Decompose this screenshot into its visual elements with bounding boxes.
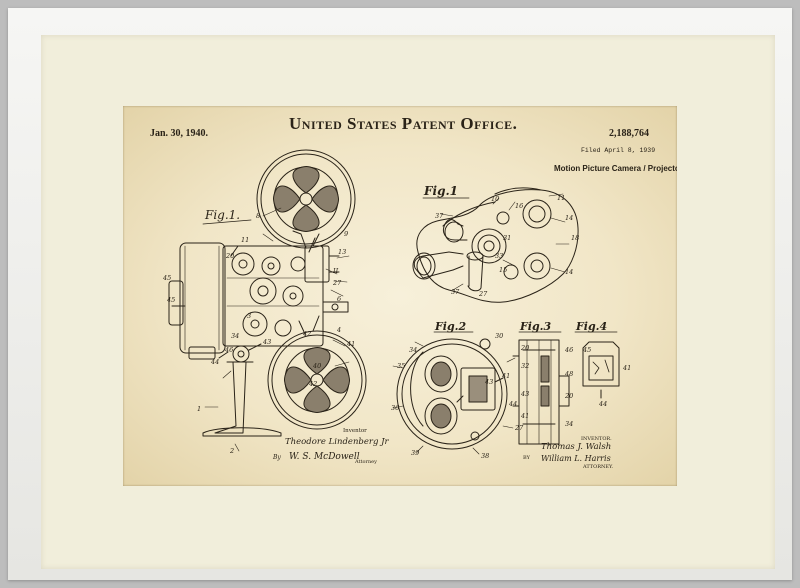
svg-text:35: 35 (397, 362, 405, 370)
patent-date: Jan. 30, 1940. (150, 128, 209, 139)
filed-date: Filed April 8, 1939 (581, 147, 656, 154)
svg-text:II: II (332, 267, 339, 275)
svg-text:11: 11 (241, 236, 249, 244)
svg-text:10: 10 (491, 195, 499, 203)
svg-text:44: 44 (210, 358, 219, 366)
svg-text:44: 44 (598, 400, 607, 408)
svg-text:46: 46 (564, 346, 573, 354)
camera-drawing (412, 187, 579, 303)
fig4-drawing (582, 341, 620, 399)
svg-text:42: 42 (308, 380, 317, 388)
svg-text:32: 32 (521, 362, 529, 370)
svg-text:18: 18 (571, 234, 579, 242)
inventor-left-label: Inventor (343, 428, 367, 434)
patent-subtitle: Motion Picture Camera / Projector (554, 164, 677, 173)
attorney-right-signature: William L. Harris (541, 454, 611, 463)
svg-text:48: 48 (564, 370, 573, 378)
projector-stand (202, 361, 282, 437)
lamp-housing (168, 242, 226, 360)
svg-text:40: 40 (312, 362, 321, 370)
svg-text:13: 13 (338, 248, 346, 256)
fig3-label: Fig.3 (520, 320, 552, 333)
svg-text:43: 43 (262, 338, 271, 346)
inventor-right-label: INVENTOR. (581, 436, 612, 442)
patent-office-title: United States Patent Office. (289, 114, 518, 133)
svg-text:34: 34 (409, 346, 417, 354)
svg-text:43: 43 (520, 390, 529, 398)
upper-reel (256, 149, 356, 249)
svg-text:2: 2 (229, 447, 234, 455)
svg-text:20: 20 (520, 344, 529, 352)
svg-text:41: 41 (501, 372, 510, 380)
attorney-left-signature: W. S. McDowell (289, 452, 360, 462)
svg-text:41: 41 (346, 340, 355, 348)
fig2-drawing (392, 338, 516, 455)
svg-text:20: 20 (225, 252, 234, 260)
patent-print: United States Patent Office. Jan. 30, 19… (123, 106, 677, 486)
by-right: BY (523, 455, 530, 461)
projector-drawing (168, 149, 367, 452)
patent-number: 2,188,764 (609, 128, 649, 139)
svg-text:11: 11 (557, 194, 565, 202)
svg-text:30: 30 (495, 332, 503, 340)
svg-text:36: 36 (391, 404, 399, 412)
svg-text:37: 37 (435, 212, 444, 220)
svg-text:14: 14 (565, 268, 573, 276)
camera-lens-turret (412, 219, 484, 292)
fig2-label: Fig.2 (435, 320, 467, 333)
svg-text:6: 6 (337, 295, 341, 303)
svg-text:41: 41 (622, 364, 631, 372)
inventor-left-signature: Theodore Lindenberg Jr (285, 437, 389, 447)
svg-text:27: 27 (478, 290, 488, 298)
svg-text:45: 45 (166, 296, 175, 304)
svg-text:14: 14 (565, 214, 573, 222)
svg-text:42: 42 (302, 330, 311, 338)
fig1-left-label: Fig.1. (205, 208, 241, 222)
svg-text:37: 37 (451, 288, 460, 296)
svg-text:44: 44 (508, 400, 517, 408)
svg-text:4: 4 (336, 326, 341, 334)
svg-text:33: 33 (495, 252, 503, 260)
svg-text:31: 31 (503, 234, 511, 242)
svg-text:45: 45 (162, 274, 171, 282)
inventor-right-signature: Thomas J. Walsh (541, 442, 612, 452)
svg-text:46: 46 (224, 346, 233, 354)
svg-text:3: 3 (247, 312, 251, 320)
svg-text:38: 38 (481, 452, 489, 460)
svg-text:43: 43 (484, 378, 493, 386)
svg-text:34: 34 (565, 420, 573, 428)
fig1-right-label: Fig.1 (424, 184, 458, 198)
projector-mechanism (222, 237, 340, 347)
svg-text:1: 1 (197, 405, 201, 413)
svg-text:27: 27 (514, 424, 524, 432)
by-left: By (273, 454, 281, 461)
svg-text:41: 41 (520, 412, 529, 420)
svg-text:15: 15 (499, 266, 507, 274)
attorney-right-label: ATTORNEY. (583, 464, 614, 470)
svg-text:27: 27 (332, 279, 342, 287)
fig4-label: Fig.4 (576, 320, 608, 333)
svg-text:8: 8 (256, 212, 260, 220)
svg-text:20: 20 (564, 392, 573, 400)
svg-text:34: 34 (231, 332, 239, 340)
lower-reel (267, 330, 367, 430)
fig3-drawing (512, 339, 570, 445)
svg-text:39: 39 (411, 449, 419, 457)
svg-text:16: 16 (515, 202, 523, 210)
attorney-left-label: Attorney (355, 459, 377, 465)
svg-text:45: 45 (582, 346, 591, 354)
svg-text:9: 9 (344, 230, 348, 238)
